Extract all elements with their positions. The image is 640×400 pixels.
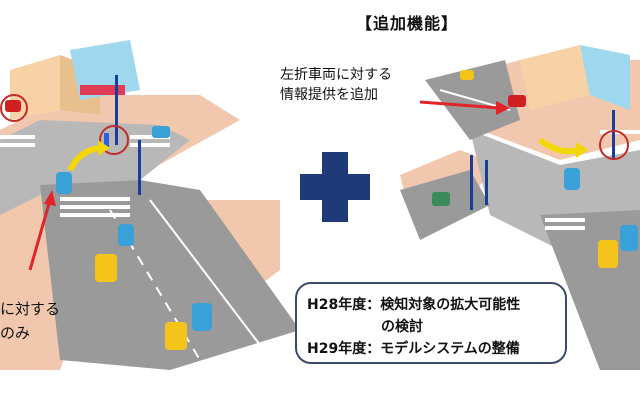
plan-h29: H29年度：モデルシステムの整備 <box>307 341 520 357</box>
left-intersection <box>0 40 300 370</box>
right-note-line2: 情報提供を追加 <box>280 87 378 103</box>
plan-h28-cont: の検討 <box>381 319 423 335</box>
plan-h28: H28年度：検知対象の拡大可能性 <box>307 297 521 313</box>
plus-icon <box>300 152 370 222</box>
right-note-line1: 左折車両に対する <box>280 67 392 83</box>
left-note-line2: のみ <box>0 324 31 342</box>
plan-info-box: H28年度：検知対象の拡大可能性 の検討 H29年度：モデルシステムの整備 <box>295 282 567 364</box>
additional-function-title: 【追加機能】 <box>356 14 459 33</box>
right-intersection <box>400 45 640 370</box>
left-note-line1: に対する <box>0 300 61 318</box>
